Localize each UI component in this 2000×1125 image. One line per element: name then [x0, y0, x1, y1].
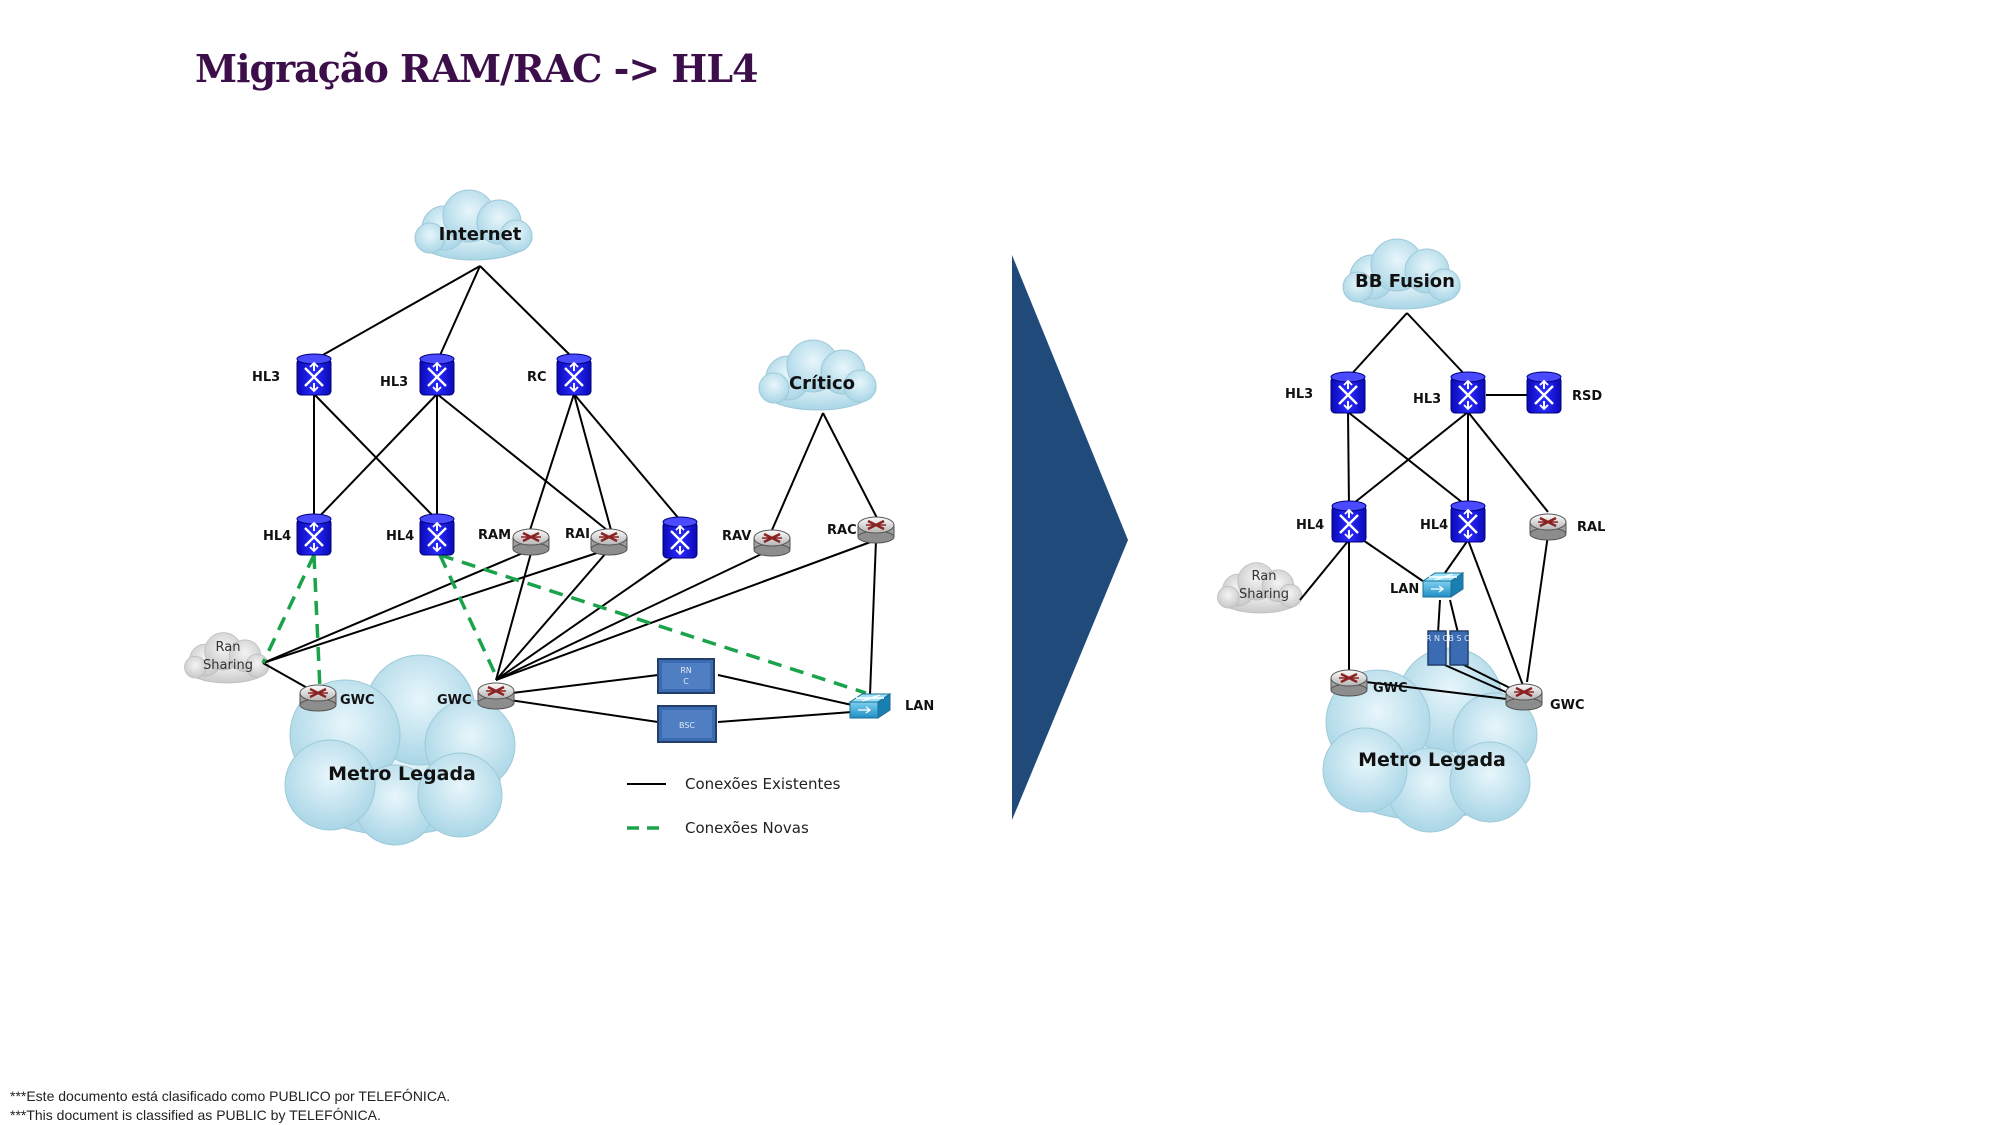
label-rav: RAV — [722, 529, 751, 544]
right-diagram: Metro Legada BB Fusion Ran Sharing — [1217, 238, 1605, 833]
metro-legada-cloud — [284, 654, 516, 846]
label-right-hl4-a: HL4 — [1296, 518, 1324, 533]
critico-label: Crítico — [789, 373, 855, 394]
bsc-box-right: B S C — [1448, 630, 1470, 666]
legend-new-label: Conexões Novas — [685, 819, 809, 837]
ran-sharing-right-line2: Sharing — [1239, 587, 1289, 602]
label-hl3-b: HL3 — [380, 375, 408, 390]
label-right-gwc-a: GWC — [1373, 681, 1408, 696]
label-rc: RC — [527, 370, 547, 385]
rnc-label-line1: RN — [680, 666, 692, 675]
hl4-router-right-a — [1330, 499, 1368, 544]
rnc-label-line2: C — [683, 677, 689, 686]
label-ram: RAM — [478, 528, 511, 543]
label-rai: RAI — [565, 527, 590, 542]
gwc-router-left-b — [476, 681, 516, 711]
label-gwc-b: GWC — [437, 693, 472, 708]
bsc-box: BSC — [657, 705, 717, 743]
rc-router — [555, 352, 593, 397]
ran-sharing-right-line1: Ran — [1252, 569, 1277, 584]
left-diagram: Metro Legada Internet Crítico Ran Sharin… — [184, 189, 934, 846]
bsc-right-label: B S C — [1448, 634, 1470, 643]
label-right-gwc-b: GWC — [1550, 698, 1585, 713]
migration-arrow — [1012, 255, 1128, 820]
footer-line2: ***This document is classified as PUBLIC… — [10, 1107, 381, 1123]
hl3-router-left-a — [295, 352, 333, 397]
lan-switch-left — [849, 693, 891, 719]
label-right-hl4-b: HL4 — [1420, 518, 1448, 533]
footer-line1: ***Este documento está clasificado como … — [10, 1088, 450, 1104]
legend: Conexões Existentes Conexões Novas — [627, 775, 841, 837]
hl4-router-left-a — [295, 512, 333, 557]
label-ral: RAL — [1577, 520, 1605, 535]
label-right-hl3-a: HL3 — [1285, 387, 1313, 402]
rnc-box: RN C — [657, 658, 715, 694]
rai-router — [589, 527, 629, 557]
label-hl4-b: HL4 — [386, 529, 414, 544]
label-right-lan: LAN — [1390, 582, 1419, 597]
hl4-router-left-b — [418, 512, 456, 557]
hl3-router-right-b — [1449, 370, 1487, 415]
right-connections — [1299, 312, 1549, 701]
ram-router — [511, 527, 551, 557]
label-rsd: RSD — [1572, 389, 1602, 404]
gwc-router-right-a — [1329, 668, 1369, 698]
gwc-router-left-a — [298, 683, 338, 713]
bsc-label: BSC — [679, 721, 695, 730]
ran-sharing-label-line2: Sharing — [203, 658, 253, 673]
label-hl3-a: HL3 — [252, 370, 280, 385]
rsd-router — [1525, 370, 1563, 415]
rav-router — [752, 528, 792, 558]
hl3-router-right-a — [1329, 370, 1367, 415]
hl4-router-right-b — [1449, 499, 1487, 544]
ran-sharing-label-line1: Ran — [216, 640, 241, 655]
label-gwc-a: GWC — [340, 693, 375, 708]
label-hl4-a: HL4 — [263, 529, 291, 544]
page-title: Migração RAM/RAC -> HL4 — [195, 46, 758, 91]
rac-router — [856, 515, 896, 545]
rnc-box-right: R N C — [1426, 630, 1449, 666]
label-rac: RAC — [827, 523, 857, 538]
bbfusion-label: BB Fusion — [1355, 271, 1455, 292]
existing-connections — [262, 265, 878, 723]
label-right-hl3-b: HL3 — [1413, 392, 1441, 407]
new-connections — [261, 553, 867, 695]
metro-legada-label: Metro Legada — [328, 763, 476, 785]
ral-router — [1528, 512, 1568, 542]
metro-legada-label-right: Metro Legada — [1358, 749, 1506, 771]
internet-label: Internet — [439, 224, 522, 245]
hl-router-left-c — [661, 515, 699, 560]
lan-switch-right — [1422, 572, 1464, 598]
rnc-right-label: R N C — [1426, 634, 1449, 643]
label-lan: LAN — [905, 699, 934, 714]
legend-existing-label: Conexões Existentes — [685, 775, 841, 793]
hl3-router-left-b — [418, 352, 456, 397]
gwc-router-right-b — [1504, 682, 1544, 712]
